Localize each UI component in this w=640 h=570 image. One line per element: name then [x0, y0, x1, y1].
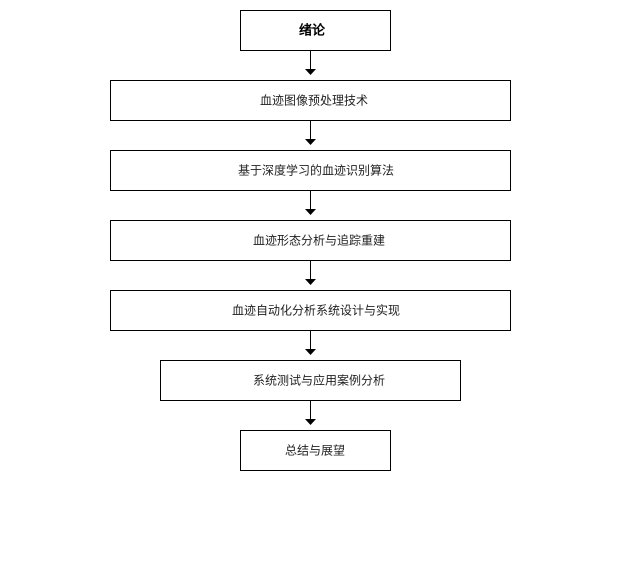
- node-recognition: 基于深度学习的血迹识别算法: [110, 150, 511, 191]
- node-preprocess-label: 血迹图像预处理技术: [260, 94, 368, 108]
- arrow-testing-to-summary: [305, 401, 316, 425]
- arrow-preprocess-to-recognition: [305, 121, 316, 145]
- node-recognition-label: 基于深度学习的血迹识别算法: [238, 163, 394, 178]
- arrow-morphology-to-system: [305, 261, 316, 285]
- node-morphology: 血迹形态分析与追踪重建: [110, 220, 511, 261]
- node-system: 血迹自动化分析系统设计与实现: [110, 290, 511, 331]
- node-intro-label: 绪论: [299, 23, 326, 39]
- node-preprocess: 血迹图像预处理技术: [110, 80, 511, 121]
- arrow-system-to-testing: [305, 331, 316, 355]
- node-morphology-label: 血迹形态分析与追踪重建: [253, 233, 385, 248]
- node-testing: 系统测试与应用案例分析: [160, 360, 461, 401]
- node-testing-label: 系统测试与应用案例分析: [253, 373, 385, 388]
- arrow-intro-to-preprocess: [305, 51, 316, 75]
- node-system-label: 血迹自动化分析系统设计与实现: [232, 303, 400, 318]
- node-intro: 绪论: [240, 10, 391, 51]
- node-summary: 总结与展望: [240, 430, 391, 471]
- node-summary-label: 总结与展望: [285, 444, 345, 458]
- arrow-recognition-to-morphology: [305, 191, 316, 215]
